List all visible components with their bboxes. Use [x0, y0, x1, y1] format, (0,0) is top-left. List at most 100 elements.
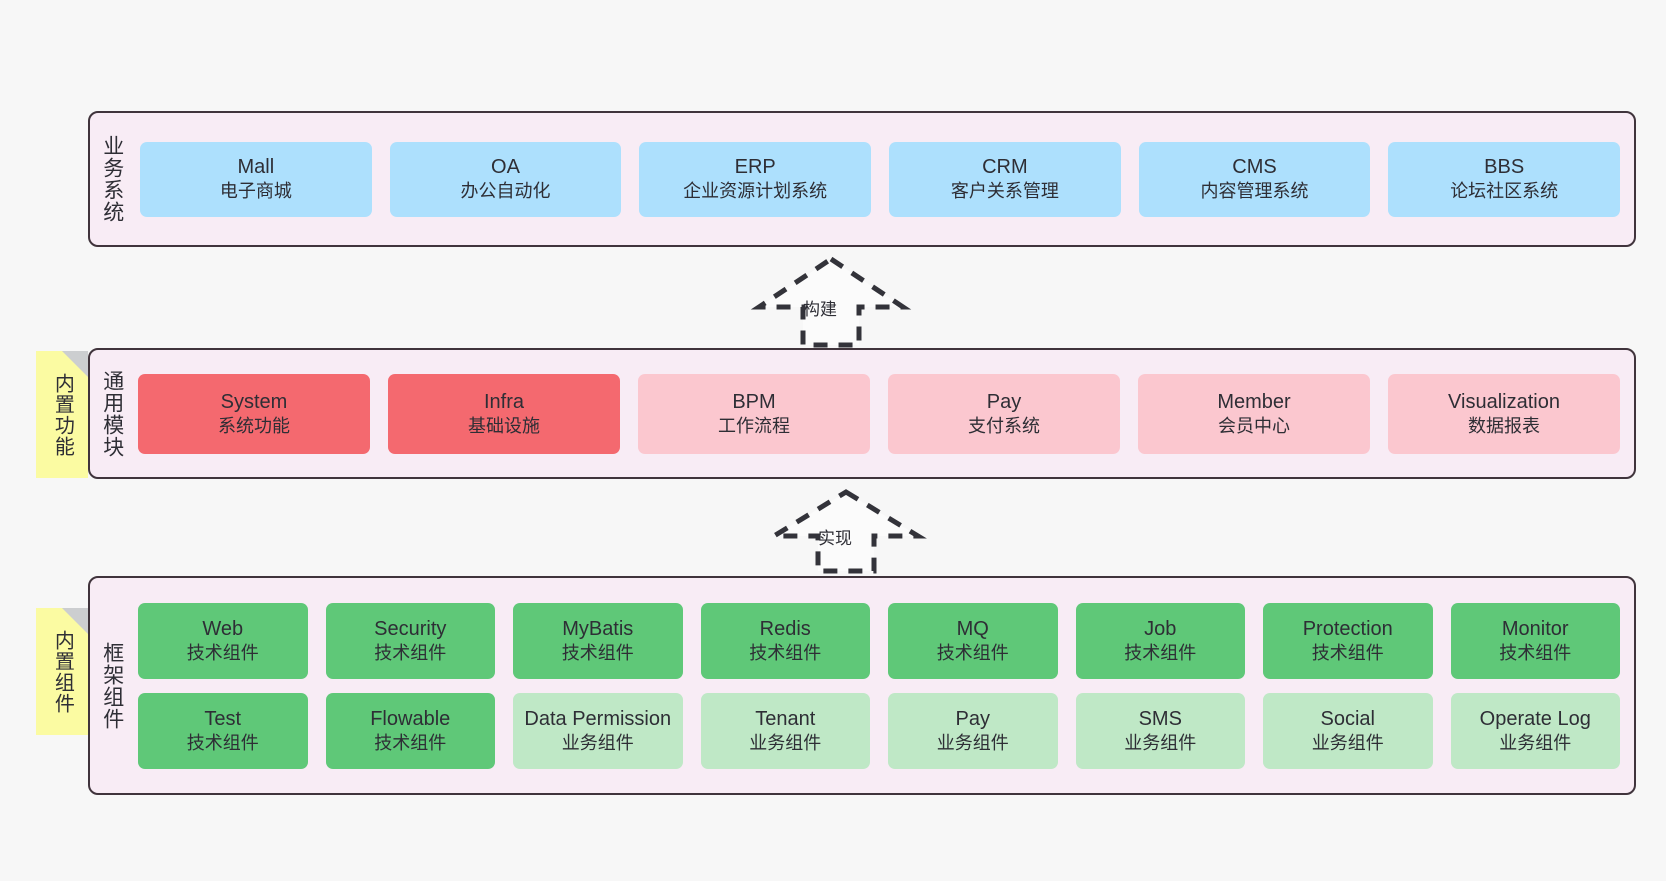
layer-body-common-modules: System 系统功能 Infra 基础设施 BPM 工作流程 Pay 支付系统… [134, 350, 1634, 477]
module-card-visualization[interactable]: Visualization 数据报表 [1388, 373, 1620, 454]
module-card-monitor[interactable]: Monitor 技术组件 [1450, 602, 1620, 679]
module-subtitle: 业务组件 [749, 732, 822, 753]
sticky-note-builtin-features[interactable]: 内置功能 [36, 351, 88, 478]
module-card-sms[interactable]: SMS 业务组件 [1075, 692, 1245, 769]
module-subtitle: 技术组件 [374, 732, 447, 753]
module-subtitle: 内容管理系统 [1200, 181, 1309, 202]
module-name: OA [491, 156, 520, 179]
module-name: ERP [734, 156, 776, 179]
module-subtitle: 客户关系管理 [950, 181, 1059, 202]
module-subtitle: 数据报表 [1468, 415, 1540, 436]
module-subtitle: 工作流程 [718, 415, 790, 436]
layer-body-business-systems: Mall 电子商城 OA 办公自动化 ERP 企业资源计划系统 CRM 客户关系… [134, 113, 1634, 245]
module-subtitle: 业务组件 [1499, 732, 1572, 753]
module-card-mybatis[interactable]: MyBatis 技术组件 [513, 602, 683, 679]
module-name: Operate Log [1479, 707, 1591, 730]
module-card-social[interactable]: Social 业务组件 [1263, 692, 1433, 769]
module-subtitle: 技术组件 [186, 642, 259, 663]
module-subtitle: 技术组件 [186, 732, 259, 753]
arrow-outline [750, 255, 912, 348]
module-name: Security [374, 617, 447, 640]
layer-row: System 系统功能 Infra 基础设施 BPM 工作流程 Pay 支付系统… [138, 373, 1620, 454]
module-name: Test [204, 707, 242, 730]
layer-business-systems[interactable]: 业务系统 Mall 电子商城 OA 办公自动化 ERP 企业资源计划系统 CRM… [88, 111, 1636, 247]
module-subtitle: 业务组件 [936, 732, 1009, 753]
module-name: Job [1144, 617, 1177, 640]
layer-row: Web 技术组件 Security 技术组件 MyBatis 技术组件 Redi… [138, 602, 1620, 679]
module-card-flowable[interactable]: Flowable 技术组件 [325, 692, 495, 769]
module-card-mall[interactable]: Mall 电子商城 [140, 141, 372, 217]
module-name: MyBatis [562, 617, 634, 640]
module-card-job[interactable]: Job 技术组件 [1075, 602, 1245, 679]
module-name: Pay [986, 390, 1022, 413]
module-card-cms[interactable]: CMS 内容管理系统 [1138, 141, 1371, 217]
module-name: BBS [1484, 156, 1525, 179]
module-subtitle: 基础设施 [468, 415, 540, 436]
module-subtitle: 支付系统 [968, 415, 1040, 436]
module-card-system[interactable]: System 系统功能 [138, 373, 370, 454]
module-name: Visualization [1448, 390, 1560, 413]
module-subtitle: 系统功能 [218, 415, 290, 436]
sticky-note-builtin-components[interactable]: 内置组件 [36, 608, 88, 735]
sticky-note-text: 内置功能 [51, 372, 74, 457]
arrow-build: 构建 [750, 255, 912, 348]
module-subtitle: 技术组件 [1311, 642, 1384, 663]
module-name: Web [202, 617, 244, 640]
module-card-protection[interactable]: Protection 技术组件 [1263, 602, 1433, 679]
module-subtitle: 企业资源计划系统 [683, 181, 828, 202]
layer-common-modules[interactable]: 通用模块 System 系统功能 Infra 基础设施 BPM 工作流程 Pay… [88, 348, 1636, 479]
module-card-mq[interactable]: MQ 技术组件 [888, 602, 1058, 679]
module-card-operate-log[interactable]: Operate Log 业务组件 [1450, 692, 1620, 769]
arrow-implement: 实现 [765, 488, 927, 574]
module-name: Monitor [1501, 617, 1569, 640]
module-card-data-permission[interactable]: Data Permission 业务组件 [513, 692, 683, 769]
module-card-bbs[interactable]: BBS 论坛社区系统 [1388, 141, 1621, 217]
module-card-web[interactable]: Web 技术组件 [138, 602, 308, 679]
module-subtitle: 技术组件 [936, 642, 1009, 663]
module-card-pay-business[interactable]: Pay 业务组件 [888, 692, 1058, 769]
module-card-bpm[interactable]: BPM 工作流程 [638, 373, 870, 454]
module-name: Member [1217, 390, 1291, 413]
module-subtitle: 技术组件 [1124, 642, 1197, 663]
layer-framework-components[interactable]: 框架组件 Web 技术组件 Security 技术组件 MyBatis 技术组件… [88, 576, 1636, 795]
module-card-tenant[interactable]: Tenant 业务组件 [700, 692, 870, 769]
module-name: Data Permission [524, 707, 672, 730]
module-subtitle: 技术组件 [1499, 642, 1572, 663]
module-card-erp[interactable]: ERP 企业资源计划系统 [639, 141, 872, 217]
module-name: Protection [1302, 617, 1393, 640]
module-card-redis[interactable]: Redis 技术组件 [700, 602, 870, 679]
module-name: Mall [237, 156, 275, 179]
module-name: MQ [956, 617, 989, 640]
module-card-infra[interactable]: Infra 基础设施 [388, 373, 620, 454]
module-card-security[interactable]: Security 技术组件 [325, 602, 495, 679]
module-subtitle: 技术组件 [561, 642, 634, 663]
module-card-member[interactable]: Member 会员中心 [1138, 373, 1370, 454]
arrow-label-implement: 实现 [818, 529, 852, 548]
layer-body-framework-components: Web 技术组件 Security 技术组件 MyBatis 技术组件 Redi… [134, 578, 1634, 793]
module-name: CRM [982, 156, 1028, 179]
module-name: Pay [955, 707, 990, 730]
module-name: BPM [732, 390, 776, 413]
module-card-pay[interactable]: Pay 支付系统 [888, 373, 1120, 454]
module-subtitle: 业务组件 [561, 732, 634, 753]
module-subtitle: 技术组件 [374, 642, 447, 663]
module-name: SMS [1138, 707, 1182, 730]
arrow-outline [765, 489, 927, 574]
layer-title-common-modules: 通用模块 [100, 369, 124, 458]
module-card-test[interactable]: Test 技术组件 [138, 692, 308, 769]
module-subtitle: 会员中心 [1218, 415, 1290, 436]
module-subtitle: 办公自动化 [460, 181, 551, 202]
layer-title-business-systems: 业务系统 [100, 135, 124, 223]
arrow-label-build: 构建 [803, 300, 837, 319]
module-subtitle: 业务组件 [1124, 732, 1197, 753]
sticky-note-text: 内置组件 [51, 629, 74, 714]
layer-row: Test 技术组件 Flowable 技术组件 Data Permission … [138, 692, 1620, 769]
module-subtitle: 电子商城 [219, 181, 292, 202]
module-name: Social [1320, 707, 1375, 730]
module-name: Tenant [755, 707, 816, 730]
module-card-crm[interactable]: CRM 客户关系管理 [889, 141, 1121, 217]
module-name: System [220, 390, 288, 413]
module-card-oa[interactable]: OA 办公自动化 [389, 141, 622, 217]
module-subtitle: 技术组件 [749, 642, 822, 663]
